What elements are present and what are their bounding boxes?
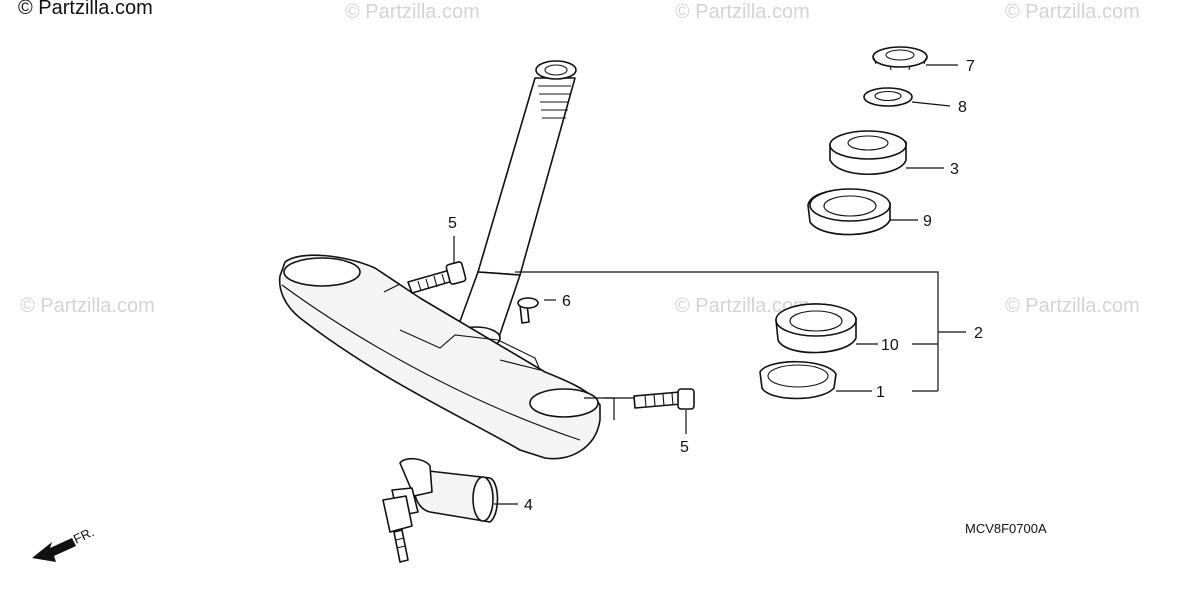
watermarks: © Partzilla.com © Partzilla.com © Partzi… — [20, 1, 1140, 317]
bolt-5-upper[interactable] — [407, 261, 467, 294]
diagram-code: MCV8F0700A — [965, 521, 1047, 536]
adjusting-nut-3[interactable] — [829, 130, 907, 175]
dust-seal-9[interactable] — [807, 188, 891, 236]
callout-1: 1 — [876, 384, 885, 401]
watermark-top-3: © Partzilla.com — [1005, 1, 1140, 23]
race-1[interactable] — [759, 360, 837, 400]
callout-3: 3 — [950, 161, 959, 178]
bearing-10[interactable] — [775, 303, 857, 354]
lock-nut-7[interactable] — [872, 46, 928, 71]
callouts: 7 8 3 9 10 1 2 5 6 5 4 — [448, 58, 983, 514]
front-label: FR. — [71, 524, 96, 546]
watermark-mid-1: © Partzilla.com — [20, 295, 155, 317]
callout-2: 2 — [974, 325, 983, 342]
callout-4: 4 — [524, 497, 533, 514]
watermark-mid-3: © Partzilla.com — [1005, 295, 1140, 317]
callout-5-upper: 5 — [448, 215, 457, 232]
watermark-mid-2: © Partzilla.com — [675, 295, 810, 317]
callout-8: 8 — [958, 99, 967, 116]
watermark-top-1: © Partzilla.com — [345, 1, 480, 23]
front-direction-indicator: FR. — [32, 524, 96, 562]
callout-7: 7 — [966, 58, 975, 75]
copyright-label: © Partzilla.com — [18, 0, 153, 19]
leader-lines — [383, 64, 966, 505]
callout-6: 6 — [562, 293, 571, 310]
bolt-5-lower[interactable] — [633, 388, 695, 410]
callout-5-lower: 5 — [680, 439, 689, 456]
watermark-top-2: © Partzilla.com — [675, 1, 810, 23]
callout-10: 10 — [881, 337, 899, 354]
steering-lock-4[interactable] — [382, 457, 499, 563]
steering-stem[interactable] — [451, 60, 577, 350]
lock-washer-8[interactable] — [863, 87, 913, 107]
front-arrow-icon — [32, 538, 76, 562]
steering-bottom-bracket[interactable] — [278, 254, 601, 460]
screw-6[interactable] — [517, 297, 539, 324]
callout-9: 9 — [923, 213, 932, 230]
